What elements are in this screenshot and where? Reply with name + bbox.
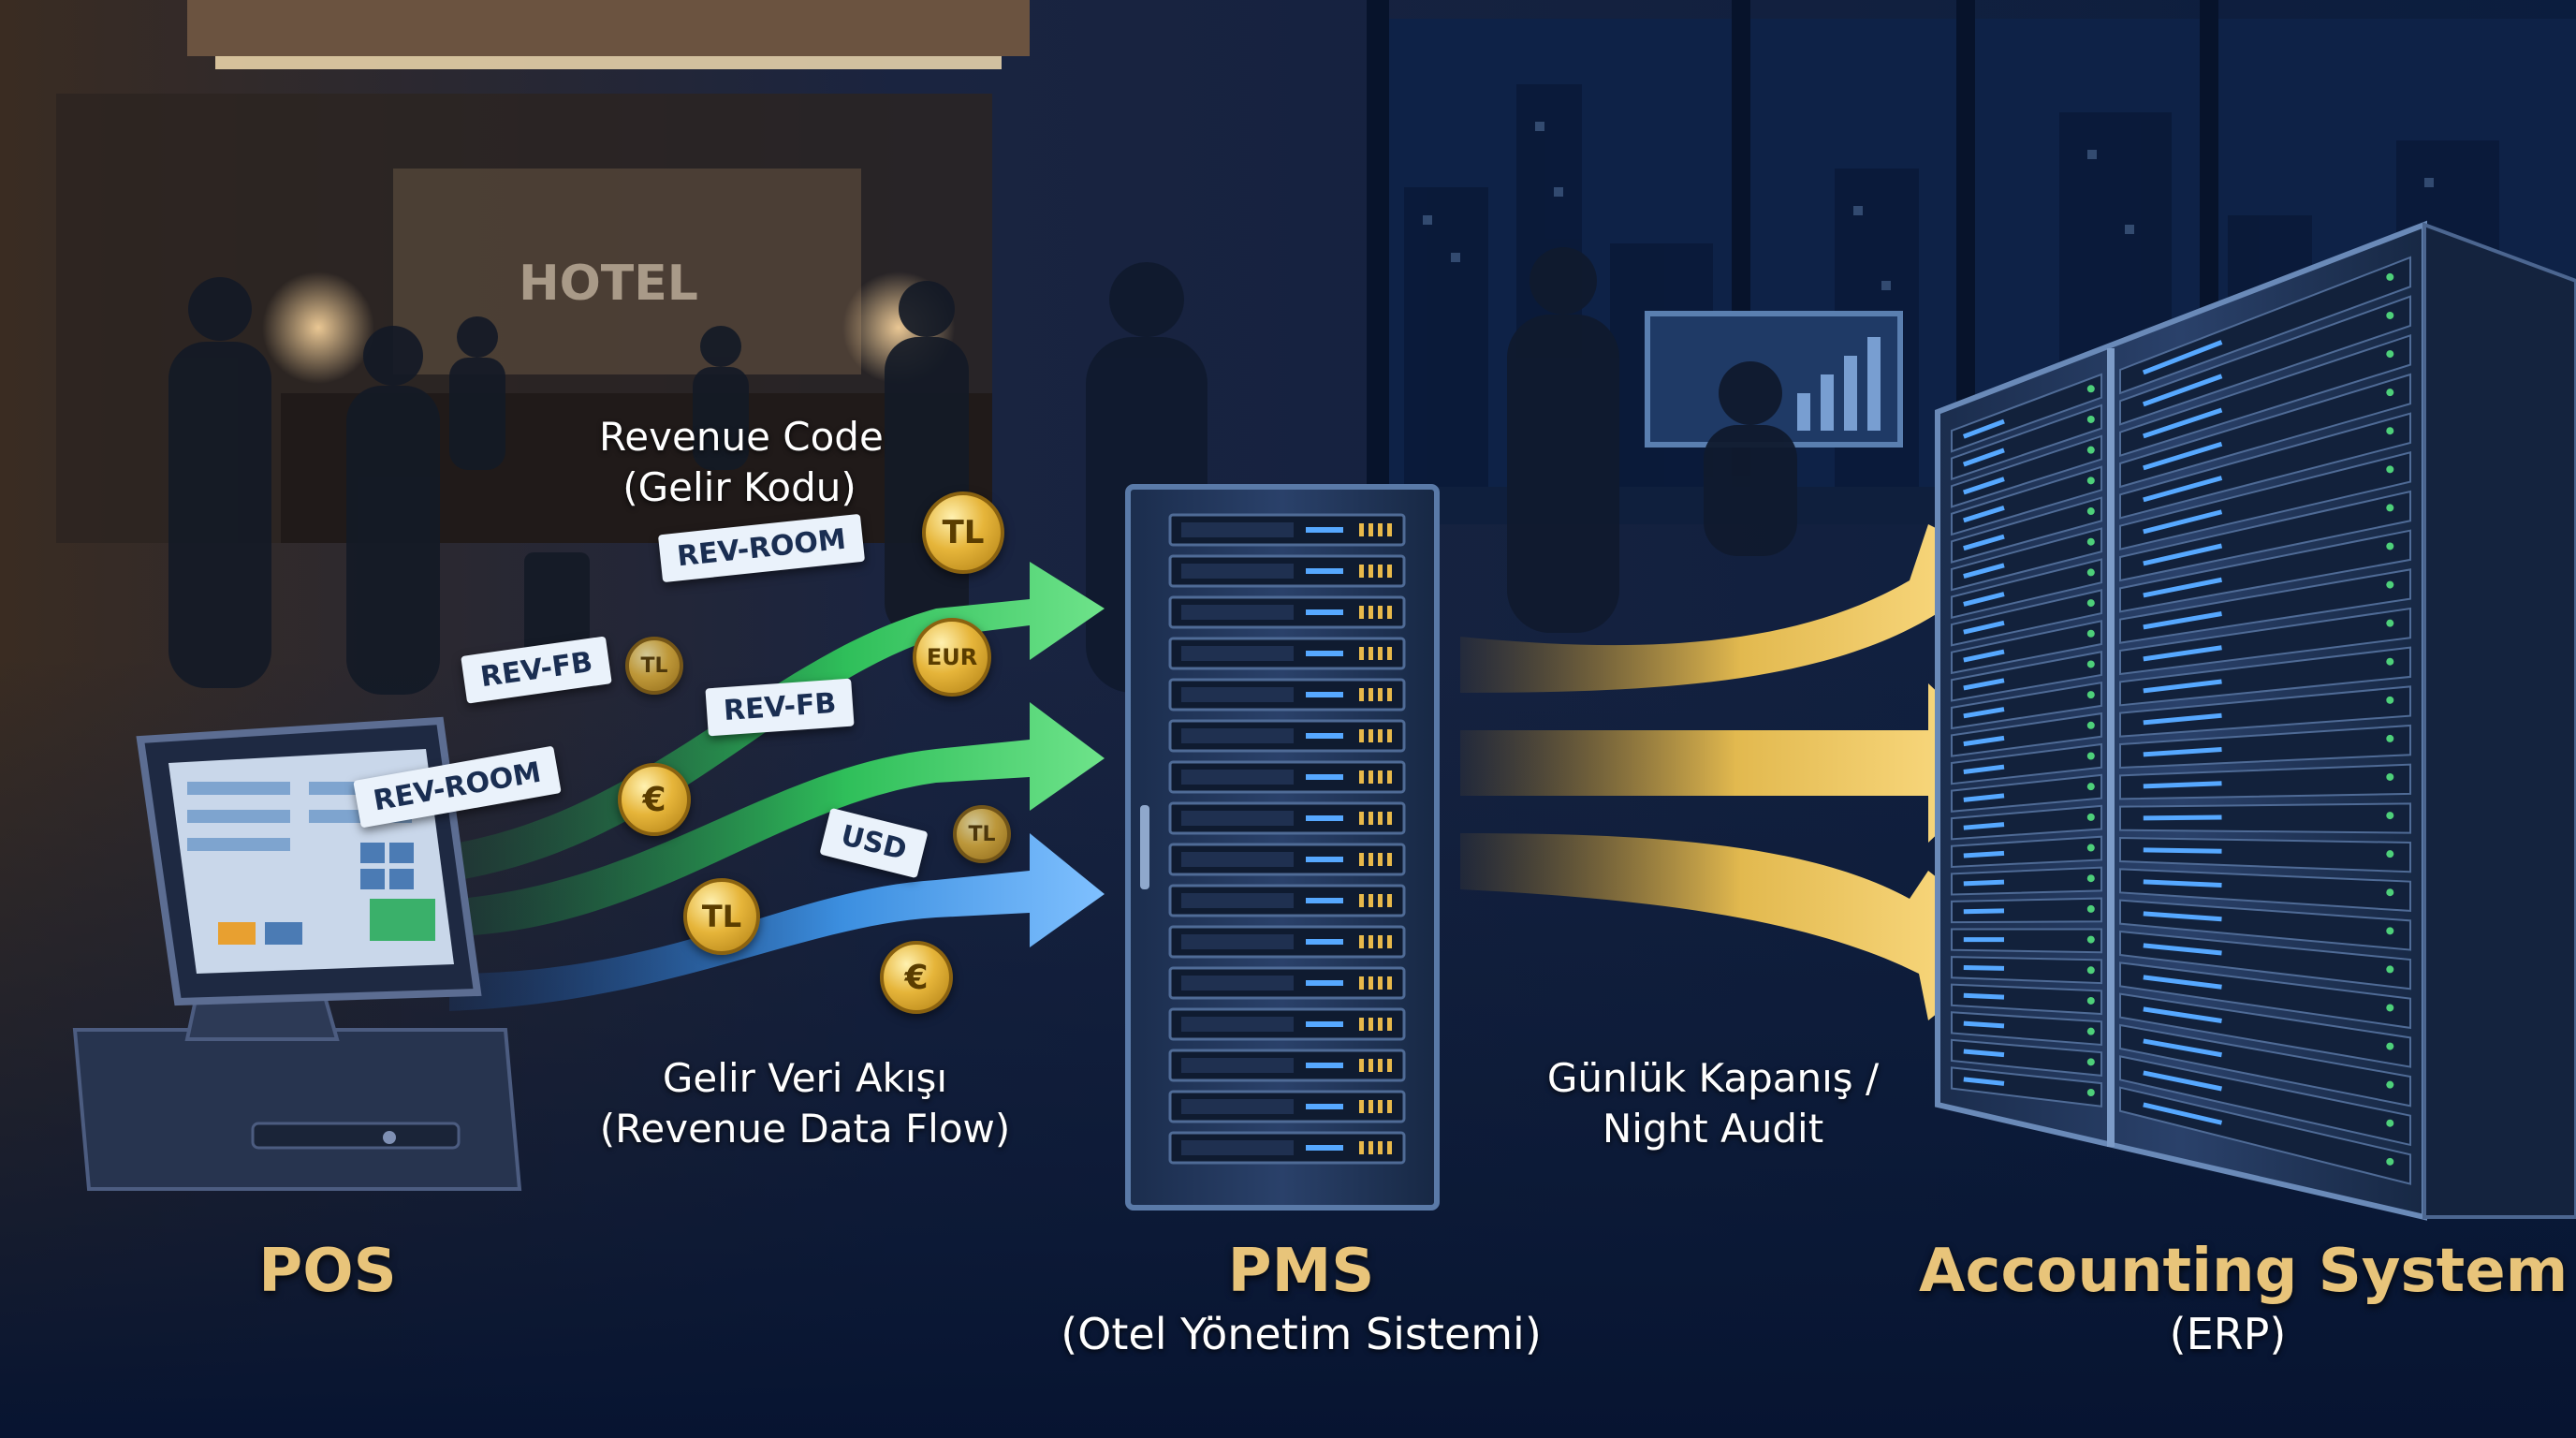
currency-coin: TL: [683, 878, 760, 955]
revenue-flow-line1: Gelir Veri Akışı: [662, 1055, 948, 1101]
pms-title: PMS: [1227, 1237, 1375, 1306]
currency-coin: TL: [922, 492, 1004, 574]
erp-rack-unit: [2119, 490, 2411, 582]
erp-rack-unit: [1951, 897, 2102, 924]
erp-rack-unit: [1951, 651, 2102, 702]
pms-rack-unit: [1168, 595, 1406, 629]
night-audit-line1: Günlük Kapanış /: [1546, 1055, 1880, 1101]
erp-rack-unit: [2119, 646, 2411, 707]
revenue-code-line1: Revenue Code: [599, 414, 884, 460]
erp-rack-unit: [2119, 763, 2411, 800]
erp-rack-unit: [2119, 1023, 2411, 1108]
erp-rack-unit: [2119, 992, 2411, 1068]
erp-rack-unit: [1951, 496, 2102, 564]
night-audit-label: Günlük Kapanış / Night Audit: [1498, 1053, 1928, 1154]
pms-rack-unit: [1168, 637, 1406, 670]
erp-rack-unit: [1951, 620, 2102, 675]
currency-coin: TL: [625, 637, 683, 695]
erp-rack-unit: [2119, 836, 2411, 873]
erp-rack-unit: [2119, 961, 2411, 1030]
revenue-code-label: Revenue Code (Gelir Kodu): [599, 412, 884, 513]
erp-rack-unit: [1951, 712, 2102, 757]
erp-rack-unit: [1951, 527, 2102, 592]
accounting-subtitle: (ERP): [2169, 1309, 2287, 1359]
currency-coin: €: [880, 941, 953, 1014]
hotel-sign: HOTEL: [519, 256, 698, 312]
erp-rack-unit: [1951, 434, 2102, 508]
erp-rack-unit: [1951, 1038, 2102, 1077]
erp-rack-unit: [1951, 983, 2102, 1016]
erp-rack-unit: [2119, 529, 2411, 613]
pms-rack-unit: [1168, 760, 1406, 794]
pms-rack-unit: [1168, 925, 1406, 959]
erp-rack-unit: [2119, 451, 2411, 550]
revenue-flow-line2: (Revenue Data Flow): [599, 1106, 1011, 1152]
erp-rack-unit: [1951, 866, 2102, 896]
pms-server: [1125, 484, 1440, 1211]
accounting-title: Accounting System: [1919, 1237, 2569, 1306]
erp-rack-unit: [1951, 589, 2102, 647]
pms-subtitle: (Otel Yönetim Sistemi): [1061, 1309, 1542, 1359]
erp-rack-unit: [2119, 607, 2411, 676]
erp-rack-unit: [1951, 956, 2102, 985]
erp-rack-unit: [1951, 681, 2102, 730]
pms-rack-unit: [1168, 843, 1406, 876]
pms-rack-unit: [1168, 884, 1406, 917]
erp-rack-unit: [2119, 412, 2411, 520]
erp-rack-unit: [2119, 295, 2411, 426]
erp-rack-unit: [1951, 373, 2102, 453]
pms-rack-unit: [1168, 719, 1406, 753]
pms-rack-unit: [1168, 966, 1406, 1000]
pms-rack-unit: [1168, 554, 1406, 588]
pms-rack-unit: [1168, 513, 1406, 547]
erp-rack-unit: [2119, 373, 2411, 489]
erp-rack-unit: [1951, 773, 2102, 813]
pms-rack-unit: [1168, 1131, 1406, 1165]
currency-coin: €: [618, 763, 691, 836]
erp-rack-unit: [2119, 333, 2411, 458]
pms-rack-unit: [1168, 678, 1406, 712]
pms-rack-unit: [1168, 1049, 1406, 1082]
currency-coin: EUR: [913, 618, 991, 697]
erp-rack-unit: [2119, 1086, 2411, 1185]
pms-label: PMS (Otel Yönetim Sistemi): [973, 1236, 1629, 1361]
erp-rack-unit: [1951, 804, 2102, 841]
erp-rack-unit: [2119, 899, 2411, 951]
currency-coin: TL: [953, 805, 1011, 863]
erp-rack-unit: [2119, 802, 2411, 834]
revenue-code-tag: REV-FB: [705, 678, 856, 737]
pms-rack-unit: [1168, 1090, 1406, 1123]
pms-rack-unit: [1168, 1007, 1406, 1041]
pms-rack-unit: [1168, 801, 1406, 835]
accounting-label: Accounting System (ERP): [1919, 1236, 2569, 1361]
erp-rack-unit: [1951, 1066, 2102, 1108]
erp-rack-unit: [2119, 256, 2411, 395]
erp-rack-unit: [1951, 404, 2102, 481]
pos-title: POS: [258, 1237, 397, 1306]
erp-rack-unit: [1951, 742, 2102, 785]
erp-rack-unit: [2119, 685, 2411, 738]
erp-rack-unit: [1951, 558, 2102, 619]
night-audit-line2: Night Audit: [1602, 1106, 1824, 1152]
erp-rack-unit: [1951, 1011, 2102, 1047]
night-audit-arrows: [1460, 524, 2022, 1020]
erp-rack-unit: [1951, 835, 2102, 868]
erp-rack-unit: [2119, 568, 2411, 644]
erp-rack-unit: [2119, 930, 2411, 990]
erp-server-rack: [1935, 220, 2576, 1221]
erp-rack-unit: [2119, 868, 2411, 912]
erp-rack-unit: [1951, 465, 2102, 536]
erp-rack-unit: [2119, 1055, 2411, 1147]
erp-rack-unit: [1951, 928, 2102, 954]
revenue-flow-label: Gelir Veri Akışı (Revenue Data Flow): [562, 1053, 1048, 1154]
revenue-code-line2: (Gelir Kodu): [622, 464, 856, 510]
erp-rack-unit: [2119, 724, 2411, 770]
